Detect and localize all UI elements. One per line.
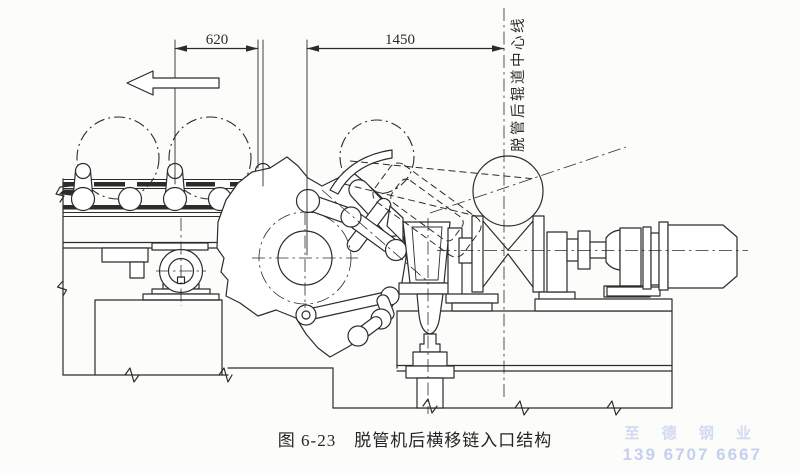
pipe-cradle: [329, 149, 393, 195]
dimension-arrow-icon: [492, 45, 504, 52]
pipe-at-roller: [343, 155, 544, 258]
break-mark-icon: [55, 185, 71, 203]
dimension-arrow-icon: [175, 45, 187, 52]
chain-roller: [384, 238, 408, 262]
support-bracket: [101, 247, 149, 263]
coupling: [577, 230, 591, 270]
receiving-chute: [386, 205, 499, 414]
watermark-phone: 139 6707 6667: [622, 444, 762, 464]
hidden-chute-outline: [372, 162, 482, 258]
chain-roller: [340, 206, 362, 228]
left-direction-arrow-icon: [126, 70, 220, 96]
break-mark-icon: [124, 367, 140, 383]
dimension-620: 620: [174, 32, 264, 187]
chain-roller: [347, 325, 369, 347]
figure-number: 图 6-23: [277, 431, 337, 450]
dimension-arrow-icon: [246, 45, 258, 52]
hidden-pipe-edge: [349, 160, 537, 180]
chain-roller: [117, 186, 143, 212]
dimension-1450: 1450: [306, 32, 505, 256]
base-plate: [534, 298, 673, 312]
watermark-company: 至 德 钢 业: [624, 425, 761, 442]
break-mark-icon: [56, 280, 68, 297]
transfer-mechanism: [216, 149, 408, 358]
break-mark-icon: [514, 400, 530, 416]
watermark: 至 德 钢 业 139 6707 6667: [623, 425, 762, 465]
v-roller-flange: [532, 215, 545, 293]
roller-table: [458, 215, 738, 312]
chain-roller: [295, 188, 321, 214]
dimension-value: 1450: [385, 32, 415, 48]
chute-funnel: [416, 293, 444, 335]
pipe-axis-centerline: [429, 146, 627, 214]
chain-dog: [70, 162, 96, 212]
pipe-end-circle: [472, 155, 544, 227]
hidden-pipe-edge: [343, 183, 477, 217]
bearing-unit: [101, 242, 220, 301]
drive-motor: [667, 224, 738, 289]
break-mark-icon: [606, 400, 622, 416]
centerline-label: 脱管后辊道中心线: [510, 16, 527, 152]
break-mark-icon: [218, 367, 233, 383]
figure-title: 脱管机后横移链入口结构: [354, 431, 553, 450]
figure-caption: 图 6-23 脱管机后横移链入口结构: [0, 426, 800, 451]
gearbox: [619, 227, 642, 287]
centerlines: [156, 8, 748, 414]
dimension-arrow-icon: [307, 45, 319, 52]
dimension-value: 620: [206, 32, 229, 48]
break-mark-icon: [422, 398, 438, 414]
v-roller-groove: [482, 220, 534, 288]
stand-post: [416, 377, 444, 409]
v-roller-flange: [471, 215, 484, 293]
bearing-pedestal: [546, 231, 568, 293]
shaft: [589, 241, 607, 259]
chute-trough: [402, 221, 451, 284]
motor-end-plate: [658, 221, 669, 291]
